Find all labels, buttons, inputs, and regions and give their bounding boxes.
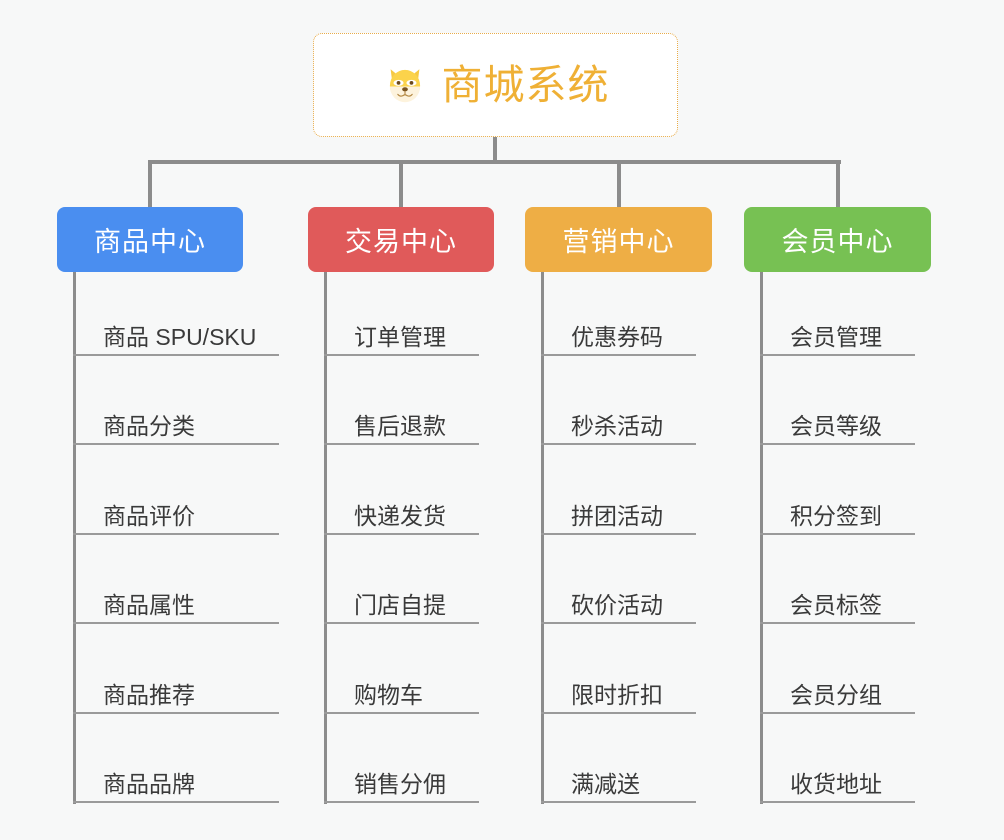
leaf-item-rule [541,354,696,356]
leaf-item-rule [324,622,479,625]
category-label: 会员中心 [781,227,894,257]
leaf-item-rule [541,622,696,625]
leaf-item-label: 商品品牌 [103,771,195,797]
leaf-item-label: 会员管理 [790,324,882,350]
leaf-item-label: 砍价活动 [571,592,663,619]
leaf-item-rule [73,711,279,714]
leaf-item-rule [324,711,479,714]
category-label: 交易中心 [345,227,457,257]
leaf-item[interactable]: 优惠券码 [541,326,696,356]
leaf-item-rule [760,622,915,625]
leaf-item-label: 拼团活动 [571,502,663,529]
leaf-spine [541,272,544,804]
leaf-item-label: 商品分类 [103,413,195,440]
leaf-item[interactable]: 秒杀活动 [541,415,696,446]
leaf-item-rule [73,532,279,535]
category-box-marketing-center[interactable]: 营销中心 [525,207,712,272]
leaf-item[interactable]: 商品推荐 [73,683,279,714]
connector-drop-trade-center [399,160,403,207]
leaf-item-rule [760,443,915,446]
category-box-member-center[interactable]: 会员中心 [744,207,931,272]
leaf-spine [324,272,327,804]
leaf-item[interactable]: 收货地址 [760,773,915,803]
leaf-item[interactable]: 商品分类 [73,415,279,446]
leaf-item[interactable]: 商品评价 [73,504,279,535]
leaf-item-rule [324,443,479,446]
leaf-spine [760,272,763,804]
leaf-item-rule [760,801,915,803]
leaf-item-label: 积分签到 [790,502,882,529]
leaf-item-label: 商品 SPU/SKU [103,324,257,350]
leaf-item[interactable]: 商品品牌 [73,773,279,803]
leaf-item-label: 快递发货 [354,502,446,529]
leaf-item-label: 优惠券码 [571,324,663,350]
leaf-item-rule [541,801,696,803]
leaf-item-label: 会员分组 [790,681,882,708]
leaf-item[interactable]: 销售分佣 [324,773,479,803]
root-node[interactable]: 商城系统 [313,33,678,137]
dog-face-icon [382,62,428,108]
leaf-item-label: 会员等级 [790,413,882,440]
category-box-product-center[interactable]: 商品中心 [57,207,243,272]
leaf-item[interactable]: 会员等级 [760,415,915,446]
leaf-spine [73,272,76,804]
leaf-item-rule [541,711,696,714]
leaf-item[interactable]: 会员管理 [760,326,915,356]
leaf-item-label: 门店自提 [354,592,446,619]
leaf-item[interactable]: 会员分组 [760,683,915,714]
category-label: 营销中心 [562,227,675,257]
leaf-item[interactable]: 快递发货 [324,504,479,535]
leaf-item-rule [73,354,279,356]
leaf-item-rule [760,354,915,356]
leaf-item-label: 商品属性 [103,592,195,619]
leaf-item-label: 销售分佣 [354,771,446,797]
connector-horizontal-bar [149,160,841,164]
leaf-item-label: 满减送 [571,771,640,797]
leaf-item-label: 订单管理 [354,324,446,350]
leaf-item[interactable]: 售后退款 [324,415,479,446]
leaf-item[interactable]: 购物车 [324,683,479,714]
leaf-item-rule [73,622,279,625]
leaf-item-label: 收货地址 [790,771,882,797]
leaf-item[interactable]: 会员标签 [760,594,915,625]
leaf-item-label: 限时折扣 [571,681,663,708]
leaf-item-rule [760,711,915,714]
connector-drop-marketing-center [616,160,621,207]
connector-root-stem [493,137,497,163]
leaf-item-rule [324,801,479,803]
root-title: 商城系统 [441,61,610,108]
leaf-item-label: 商品推荐 [103,681,195,708]
leaf-item-label: 商品评价 [103,502,195,529]
leaf-item[interactable]: 满减送 [541,773,696,803]
connector-drop-member-center [835,160,840,207]
category-box-trade-center[interactable]: 交易中心 [308,207,494,272]
leaf-item[interactable]: 订单管理 [324,326,479,356]
leaf-item-rule [760,532,915,535]
leaf-item-label: 秒杀活动 [571,413,663,440]
leaf-item[interactable]: 砍价活动 [541,594,696,625]
leaf-item-label: 购物车 [354,681,423,708]
leaf-item-rule [324,532,479,535]
leaf-item[interactable]: 商品 SPU/SKU [73,326,279,356]
leaf-item-rule [73,801,279,803]
leaf-item[interactable]: 拼团活动 [541,504,696,535]
leaf-item-rule [541,532,696,535]
leaf-item[interactable]: 门店自提 [324,594,479,625]
leaf-item-rule [73,443,279,446]
leaf-item[interactable]: 限时折扣 [541,683,696,714]
category-label: 商品中心 [94,227,206,257]
leaf-item-rule [324,354,479,356]
leaf-item[interactable]: 积分签到 [760,504,915,535]
leaf-item-rule [541,443,696,446]
leaf-item-label: 会员标签 [790,592,882,619]
connector-drop-product-center [148,160,152,207]
leaf-item-label: 售后退款 [354,413,446,440]
leaf-item[interactable]: 商品属性 [73,594,279,625]
